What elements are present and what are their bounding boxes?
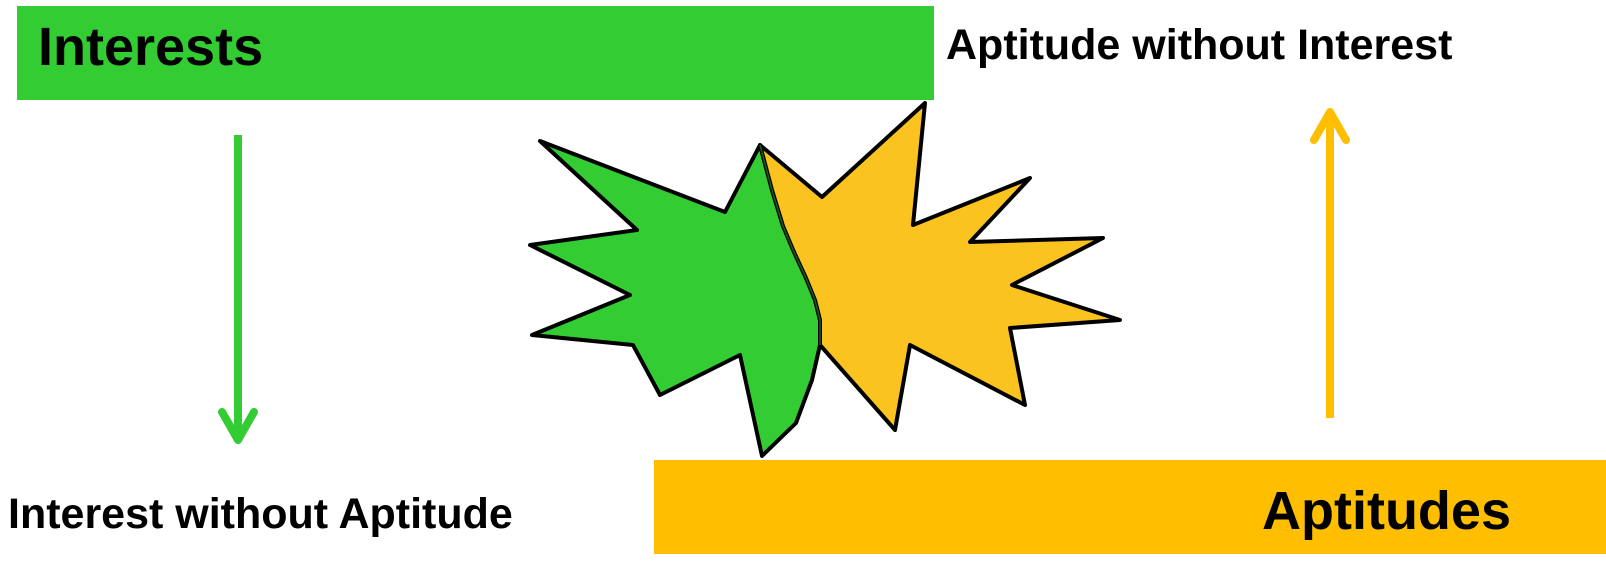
aptitudes-title: Aptitudes [1262,484,1511,538]
burst-yellow-half [760,103,1120,430]
interest-down-arrow [222,135,254,440]
interest-without-aptitude-label: Interest without Aptitude [8,493,513,536]
aptitude-up-arrow [1314,112,1346,418]
